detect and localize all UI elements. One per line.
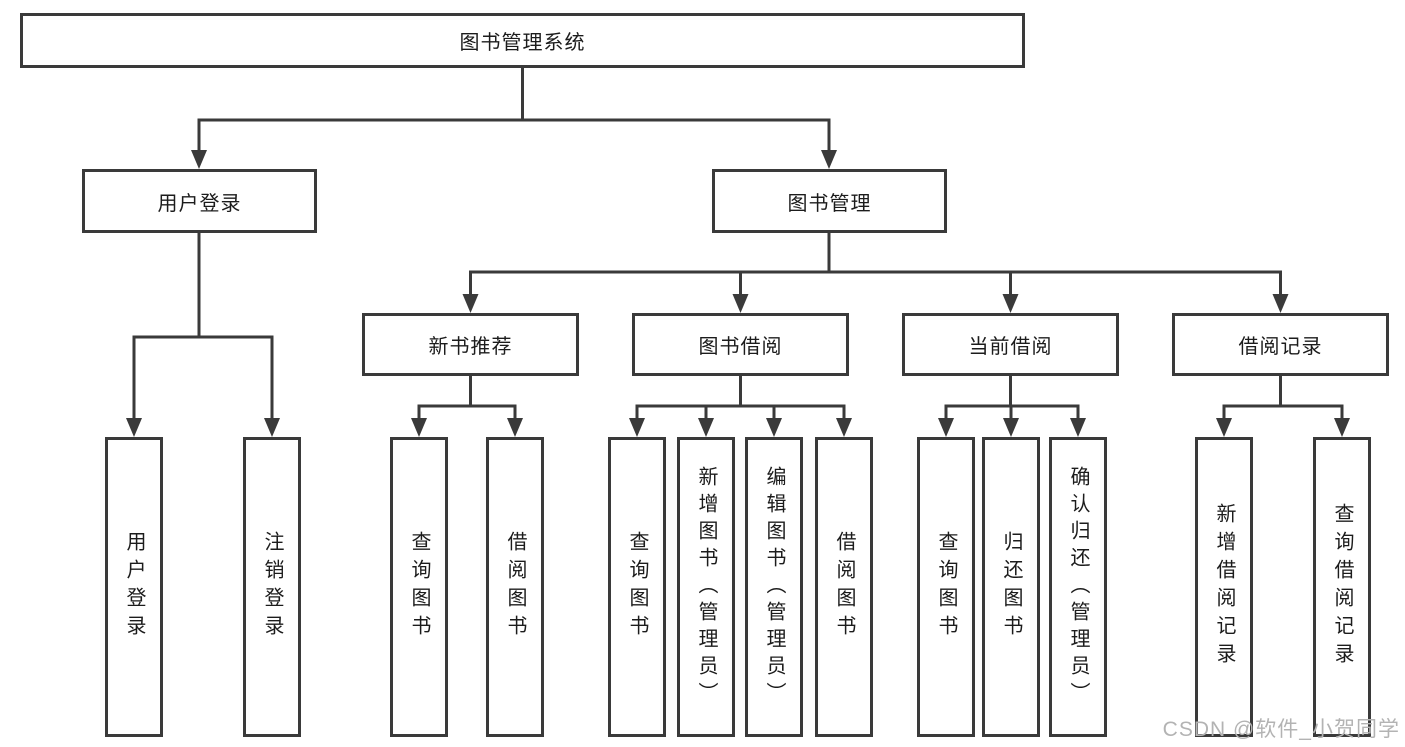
leaf-label: 查询图书 xyxy=(408,531,430,643)
arrowheads xyxy=(126,150,1350,437)
leaf-label: 确认归还（管理员） xyxy=(1067,465,1089,709)
leaf-label: 用户登录 xyxy=(123,531,145,643)
node-root-label: 图书管理系统 xyxy=(459,32,586,54)
leaf-return-books: 归还图书 xyxy=(982,437,1040,737)
leaf-label: 新增图书（管理员） xyxy=(695,465,717,709)
leaf-borrow-books: 借阅图书 xyxy=(486,437,544,737)
leaf-query-books: 查询图书 xyxy=(390,437,448,737)
leaf-add-books-admin: 新增图书（管理员） xyxy=(677,437,735,737)
leaf-query-books: 查询图书 xyxy=(608,437,666,737)
node-current-borrowing: 当前借阅 xyxy=(902,313,1119,376)
leaf-confirm-return-admin: 确认归还（管理员） xyxy=(1049,437,1107,737)
leaf-query-books: 查询图书 xyxy=(917,437,975,737)
leaf-label: 查询图书 xyxy=(935,531,957,643)
leaf-label: 借阅图书 xyxy=(504,531,526,643)
node-book-borrowing: 图书借阅 xyxy=(632,313,849,376)
leaf-logout: 注销登录 xyxy=(243,437,301,737)
node-book-management-label: 图书管理 xyxy=(787,192,872,215)
leaf-label: 新增借阅记录 xyxy=(1213,503,1235,671)
leaf-label: 归还图书 xyxy=(1000,531,1022,643)
node-book-borrowing-label: 图书借阅 xyxy=(698,336,783,358)
node-borrowing-records: 借阅记录 xyxy=(1172,313,1389,376)
node-book-management: 图书管理 xyxy=(712,169,947,233)
node-borrowing-records-label: 借阅记录 xyxy=(1238,336,1323,358)
leaf-query-borrow-record: 查询借阅记录 xyxy=(1313,437,1371,737)
node-current-borrowing-label: 当前借阅 xyxy=(968,336,1053,358)
leaf-label: 查询借阅记录 xyxy=(1331,503,1353,671)
leaf-label: 编辑图书（管理员） xyxy=(763,465,785,709)
csdn-watermark: CSDN @软件_小贺同学 xyxy=(1162,718,1400,741)
leaf-user-login: 用户登录 xyxy=(105,437,163,737)
node-user-login-label: 用户登录 xyxy=(157,192,242,215)
leaf-label: 查询图书 xyxy=(626,531,648,643)
node-root-system: 图书管理系统 xyxy=(20,13,1025,68)
leaf-add-borrow-record: 新增借阅记录 xyxy=(1195,437,1253,737)
node-new-book-recommend-label: 新书推荐 xyxy=(428,336,513,358)
node-new-book-recommend: 新书推荐 xyxy=(362,313,579,376)
leaf-borrow-books: 借阅图书 xyxy=(815,437,873,737)
node-user-login: 用户登录 xyxy=(82,169,317,233)
leaf-label: 注销登录 xyxy=(261,531,283,643)
leaf-label: 借阅图书 xyxy=(833,531,855,643)
leaf-edit-books-admin: 编辑图书（管理员） xyxy=(745,437,803,737)
